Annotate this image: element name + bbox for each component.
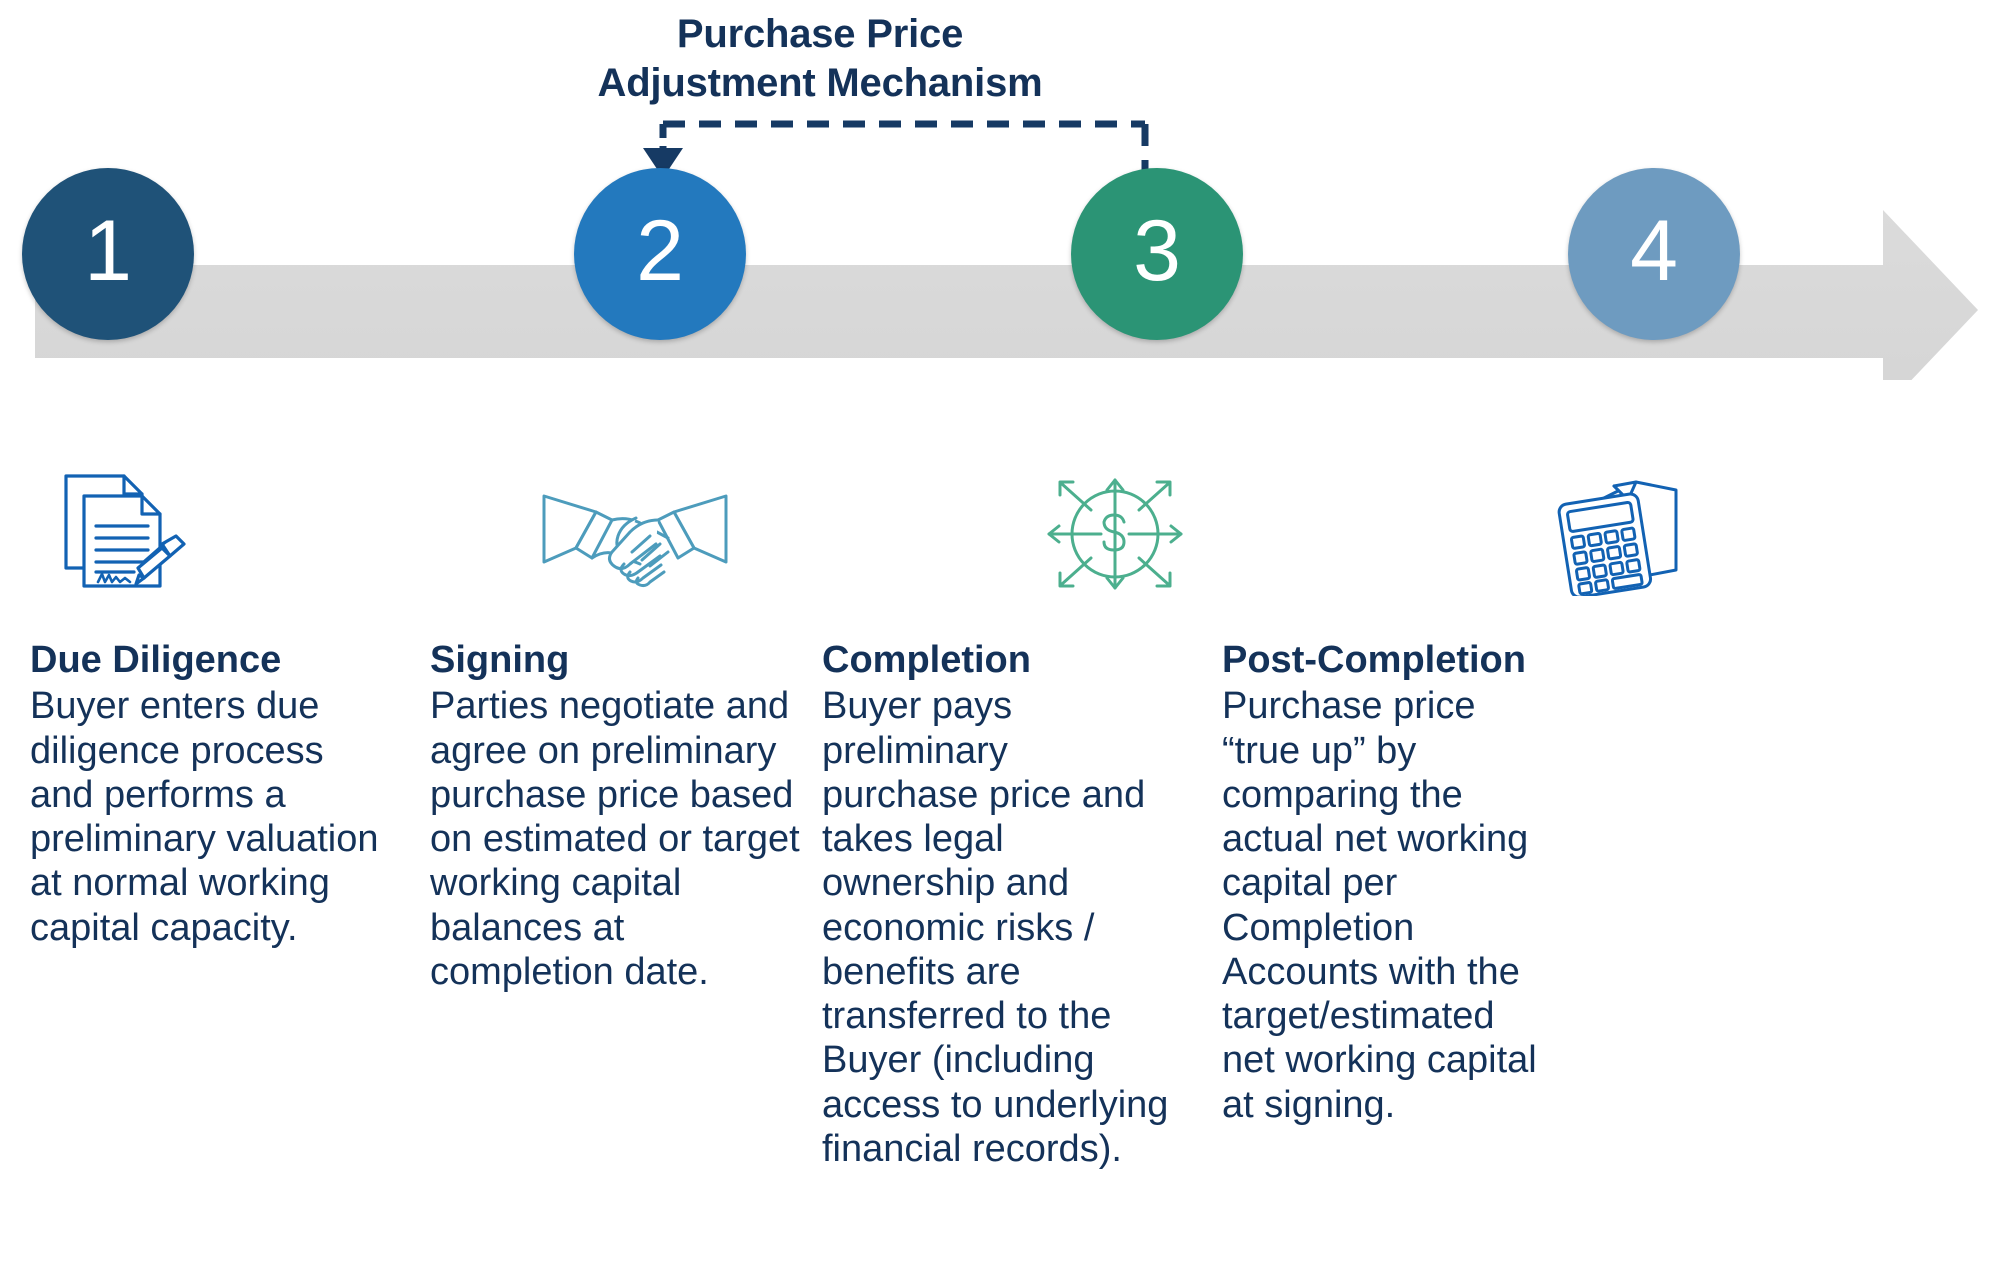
signed-document-icon xyxy=(38,466,238,596)
step-circle-3-number: 3 xyxy=(1133,203,1181,299)
step-body-4: Purchase price “true up” by comparing th… xyxy=(1222,685,1537,1126)
step-heading-3: Completion xyxy=(822,639,1031,681)
step-body-3: Buyer pays preliminary purchase price an… xyxy=(822,685,1169,1170)
step-heading-1: Due Diligence xyxy=(30,639,282,681)
step-text-4: Post-Completion Purchase price “true up”… xyxy=(1222,638,1552,1127)
step-text-1: Due Diligence Buyer enters due diligence… xyxy=(30,638,390,950)
diagram-title: Purchase Price Adjustment Mechanism xyxy=(560,10,1080,108)
step-circle-4-number: 4 xyxy=(1630,203,1678,299)
step-circle-2[interactable]: 2 xyxy=(574,168,746,340)
step-text-3: Completion Buyer pays preliminary purcha… xyxy=(822,638,1172,1171)
diagram-title-line-2: Adjustment Mechanism xyxy=(597,60,1043,105)
diagram-title-line-1: Purchase Price xyxy=(676,12,964,56)
calculator-document-icon xyxy=(1530,466,1730,596)
step-heading-2: Signing xyxy=(430,639,570,681)
timeline-arrow xyxy=(35,210,1978,380)
step-text-2: Signing Parties negotiate and agree on p… xyxy=(430,638,810,994)
step-body-1: Buyer enters due diligence process and p… xyxy=(30,685,379,949)
step-heading-4: Post-Completion xyxy=(1222,639,1526,681)
handshake-icon xyxy=(540,466,740,596)
dollar-distribution-icon xyxy=(1035,466,1235,596)
step-circle-1[interactable]: 1 xyxy=(22,168,194,340)
step-circle-3[interactable]: 3 xyxy=(1071,168,1243,340)
step-circle-1-number: 1 xyxy=(84,203,132,299)
step-circle-2-number: 2 xyxy=(636,203,684,299)
step-circle-4[interactable]: 4 xyxy=(1568,168,1740,340)
step-body-2: Parties negotiate and agree on prelimina… xyxy=(430,685,800,993)
